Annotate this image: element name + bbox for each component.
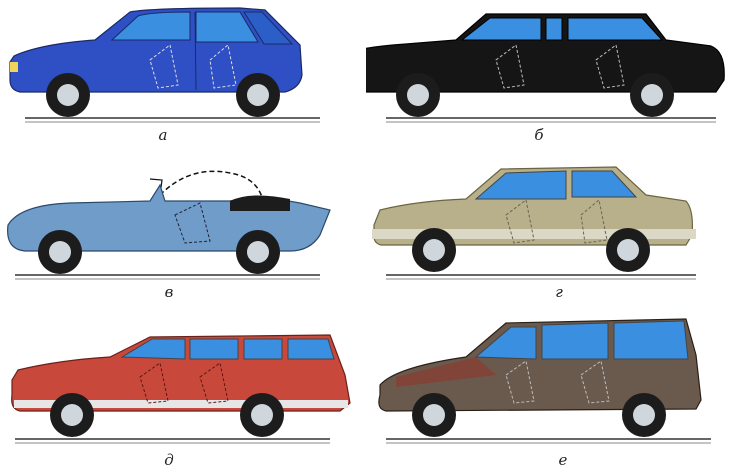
- caption-e: е: [558, 451, 568, 469]
- caption-v: в: [164, 283, 174, 301]
- caption-d: д: [164, 451, 174, 469]
- caption-g: г: [555, 283, 563, 301]
- panel-limousine: б: [366, 0, 733, 150]
- minivan-car-icon: [378, 318, 711, 444]
- sedan-car-icon: [372, 166, 696, 280]
- station-wagon-car-icon: [11, 334, 351, 444]
- panel-sedan: г: [366, 155, 733, 305]
- roadster-car-icon: [7, 170, 331, 280]
- panel-station-wagon: д: [0, 315, 366, 473]
- panel-minivan: е: [366, 315, 733, 473]
- hatchback-car-icon: [9, 7, 320, 123]
- panel-roadster: в: [0, 155, 366, 305]
- caption-a: а: [158, 126, 168, 144]
- limousine-car-icon: [366, 13, 725, 123]
- caption-b: б: [534, 126, 544, 144]
- panel-hatchback: а: [0, 0, 366, 150]
